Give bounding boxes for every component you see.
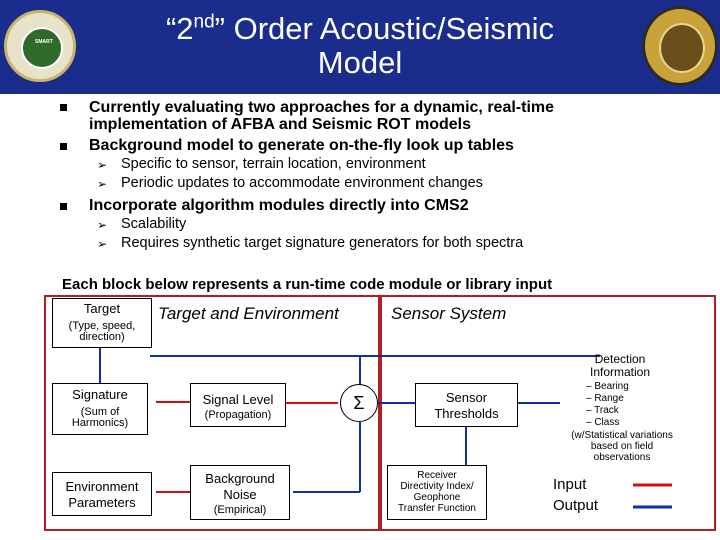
slide-title: “2nd” Order Acoustic/Seismic Model [100,12,620,80]
bullet-2-sub-1: Specific to sensor, terrain location, en… [121,156,426,172]
arrow-bullet-icon: ➢ [97,158,108,172]
summation-node: Σ [340,384,378,422]
signature-sub-2: Harmonics) [71,417,129,429]
bullet-3-text: Incorporate algorithm modules directly i… [89,197,469,214]
detection-note-2: based on field [590,441,654,452]
receiver-line-4: Transfer Function [398,503,476,514]
signal-level-sub: (Propagation) [204,409,272,421]
receiver-box: Receiver Directivity Index/ Geophone Tra… [387,465,487,520]
signature-title: Signature [72,387,128,402]
sigma-symbol: Σ [353,393,365,413]
receiver-line-1: Receiver [417,470,457,481]
detection-info-list: – Bearing – Range – Track – Class [586,381,629,429]
title-line-1: “2nd” Order Acoustic/Seismic [165,11,555,46]
detection-note-3: observations [593,452,651,463]
sensor-thresholds-line-1: Sensor [445,390,488,405]
sensor-thresholds-line-2: Thresholds [434,406,499,421]
detection-note-1: (w/Statistical variations [571,430,673,441]
target-sub-1: (Type, speed, [68,320,136,332]
receiver-line-3: Geophone [413,492,461,503]
target-module-box: Target (Type, speed, direction) [52,298,152,348]
detection-info-title: Detection Information [560,353,680,379]
target-sub-2: direction) [79,331,125,343]
left-seal-logo: SMART [4,10,76,82]
bullet-1-line-1: Currently evaluating two approaches for … [89,99,555,116]
legend-output-label: Output [553,497,599,514]
sensor-system-frame [380,295,716,531]
right-seal-logo [642,6,718,86]
title-line-2: Model [317,45,403,80]
bullet-square-icon [60,143,67,150]
receiver-line-2: Directivity Index/ [400,481,474,492]
bullet-1-line-2: implementation of AFBA and Seismic ROT m… [89,116,471,133]
detection-info-title-1: Detection [594,352,646,366]
target-title: Target [83,301,121,316]
detection-item: – Track [586,405,619,416]
detection-info-note: (w/Statistical variations based on field… [560,430,684,463]
sensor-system-title: Sensor System [391,304,507,323]
bullet-square-icon [60,203,67,210]
left-seal-text: SMART [35,39,53,45]
background-noise-box: Background Noise (Empirical) [190,465,290,520]
legend-input-label: Input [553,476,587,493]
detection-info-title-2: Information [589,365,651,379]
bullet-square-icon [60,104,67,111]
signal-level-box: Signal Level (Propagation) [190,383,286,427]
signature-sub-1: (Sum of [80,406,120,418]
bullet-2-text: Background model to generate on-the-fly … [89,137,514,154]
environment-parameters-box: Environment Parameters [52,472,152,516]
background-noise-line-2: Noise [223,487,257,502]
detection-item: – Class [586,417,620,428]
background-noise-sub: (Empirical) [213,504,267,516]
target-environment-title: Target and Environment [158,304,339,323]
background-noise-line-1: Background [205,471,275,486]
signal-level-title: Signal Level [202,392,274,407]
title-banner [0,0,720,94]
detection-item: – Range [586,393,624,404]
bullet-3-sub-2: Requires synthetic target signature gene… [121,235,524,251]
arrow-bullet-icon: ➢ [97,237,108,251]
left-seal-emblem [21,27,63,69]
env-params-line-2: Parameters [68,495,136,510]
bullet-3-sub-1: Scalability [121,216,187,232]
target-environment-frame [44,295,380,531]
arrow-bullet-icon: ➢ [97,177,108,191]
bullet-2-sub-2: Periodic updates to accommodate environm… [121,175,483,191]
diagram-lead-text: Each block below represents a run-time c… [62,276,553,293]
signature-module-box: Signature (Sum of Harmonics) [52,383,148,435]
sensor-thresholds-box: Sensor Thresholds [415,383,518,427]
detection-item: – Bearing [586,381,629,392]
right-seal-emblem [659,23,705,73]
env-params-line-1: Environment [65,479,139,494]
arrow-bullet-icon: ➢ [97,218,108,232]
